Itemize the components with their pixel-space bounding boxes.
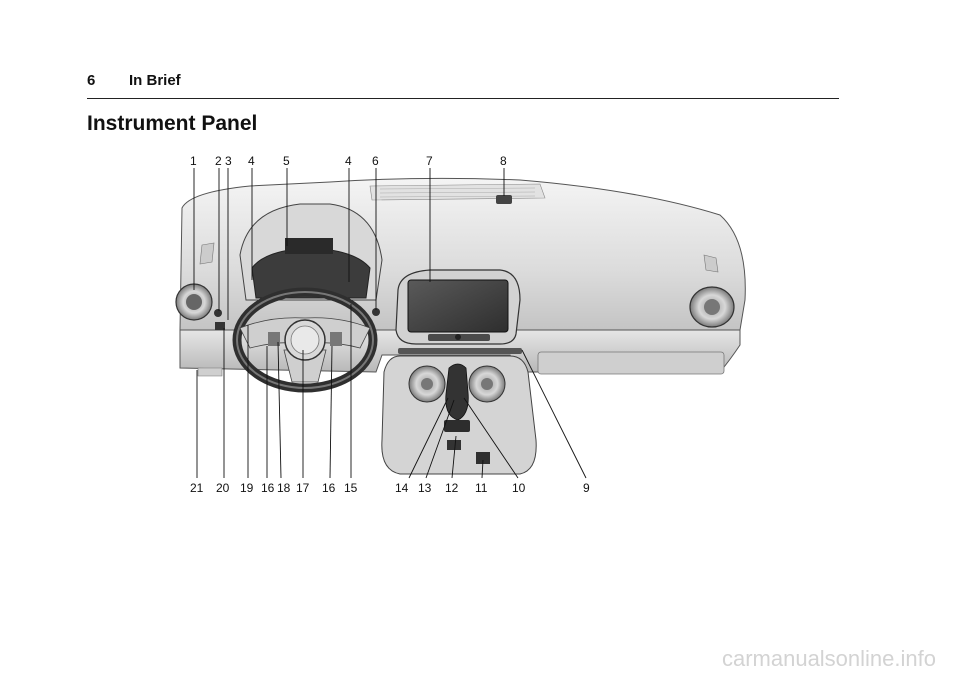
callout-18: 18 (277, 481, 291, 495)
callout-1: 1 (190, 154, 197, 168)
callout-11: 11 (475, 481, 488, 495)
callout-13: 13 (418, 481, 432, 495)
callout-2: 2 (215, 154, 222, 168)
watermark: carmanualsonline.info (722, 646, 936, 672)
shift-lever (446, 364, 469, 420)
callout-7: 7 (426, 154, 433, 168)
callouts-top: 1 2 3 4 5 4 6 7 8 (190, 154, 507, 168)
callout-6: 6 (372, 154, 379, 168)
callout-16-right: 16 (322, 481, 336, 495)
callout-15: 15 (344, 481, 358, 495)
callout-3: 3 (225, 154, 232, 168)
callout-8: 8 (500, 154, 507, 168)
callout-9: 9 (583, 481, 590, 495)
glove-box (538, 352, 724, 374)
callout-17: 17 (296, 481, 310, 495)
console-switch (447, 440, 461, 450)
callout-10: 10 (512, 481, 526, 495)
callout-4-left: 4 (248, 154, 255, 168)
left-side-trim (200, 243, 214, 264)
climate-control-strip (398, 348, 522, 354)
callout-19: 19 (240, 481, 254, 495)
callouts-bottom: 21 20 19 16 18 17 16 15 14 13 12 11 10 9 (190, 481, 590, 495)
infotainment-screen (408, 280, 508, 332)
callout-21: 21 (190, 481, 204, 495)
callout-14: 14 (395, 481, 409, 495)
sunload-sensor (496, 195, 512, 204)
callout-5: 5 (283, 154, 290, 168)
callout-12: 12 (445, 481, 459, 495)
callout-20: 20 (216, 481, 230, 495)
callout-4-right: 4 (345, 154, 352, 168)
callout-16-left: 16 (261, 481, 275, 495)
